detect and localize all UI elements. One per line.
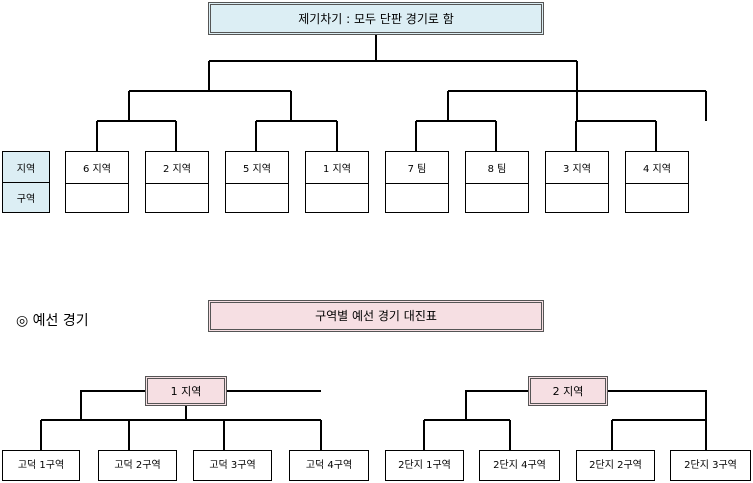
team-box: 8 팀 xyxy=(465,151,529,213)
team-name: 1 지역 xyxy=(306,152,368,184)
district-box: 고덕 4구역 xyxy=(289,450,369,481)
team-name: 8 팀 xyxy=(466,152,528,184)
team-box: 7 팀 xyxy=(385,151,449,213)
region-box-2: 2 지역 xyxy=(528,376,608,406)
final-connector xyxy=(208,35,578,91)
team-name: 7 팀 xyxy=(386,152,448,184)
team-box: 4 지역 xyxy=(625,151,689,213)
team-box: 5 지역 xyxy=(225,151,289,213)
main-title-text: 제기차기 : 모두 단판 경기로 함 xyxy=(298,11,454,26)
team-name: 3 지역 xyxy=(546,152,608,184)
qf-2-connector xyxy=(255,120,338,151)
qf-4-connector xyxy=(575,120,657,151)
semi-right-connector xyxy=(447,90,707,121)
semi-left-connector xyxy=(128,90,292,121)
region-box-1: 1 지역 xyxy=(145,376,227,406)
team-box: 2 지역 xyxy=(145,151,209,213)
prelim-title-text: 구역별 예선 경기 대진표 xyxy=(315,309,437,323)
district-box: 고덕 3구역 xyxy=(193,450,272,481)
district-box: 고덕 2구역 xyxy=(98,450,177,481)
team-box: 6 지역 xyxy=(65,151,129,213)
prelim-heading: ◎ 예선 경기 xyxy=(16,313,89,329)
qf-1-connector xyxy=(96,120,177,151)
region2-leaves xyxy=(423,419,707,450)
district-box: 2단지 2구역 xyxy=(576,450,655,481)
row-label-region: 지역 xyxy=(2,151,50,183)
team-name: 6 지역 xyxy=(66,152,128,184)
region1-leaves xyxy=(40,406,322,450)
qf-3-connector xyxy=(415,120,497,151)
district-box: 2단지 1구역 xyxy=(385,450,464,481)
district-box: 고덕 1구역 xyxy=(2,450,80,481)
region2-connector xyxy=(465,390,707,420)
district-box: 2단지 3구역 xyxy=(670,450,751,481)
prelim-title: 구역별 예선 경기 대진표 xyxy=(208,300,544,332)
row-label-district: 구역 xyxy=(2,182,50,213)
team-box: 1 지역 xyxy=(305,151,369,213)
team-name: 2 지역 xyxy=(146,152,208,184)
district-box: 2단지 4구역 xyxy=(479,450,560,481)
team-name: 5 지역 xyxy=(226,152,288,184)
team-box: 3 지역 xyxy=(545,151,609,213)
team-name: 4 지역 xyxy=(626,152,688,184)
main-title: 제기차기 : 모두 단판 경기로 함 xyxy=(208,2,544,35)
